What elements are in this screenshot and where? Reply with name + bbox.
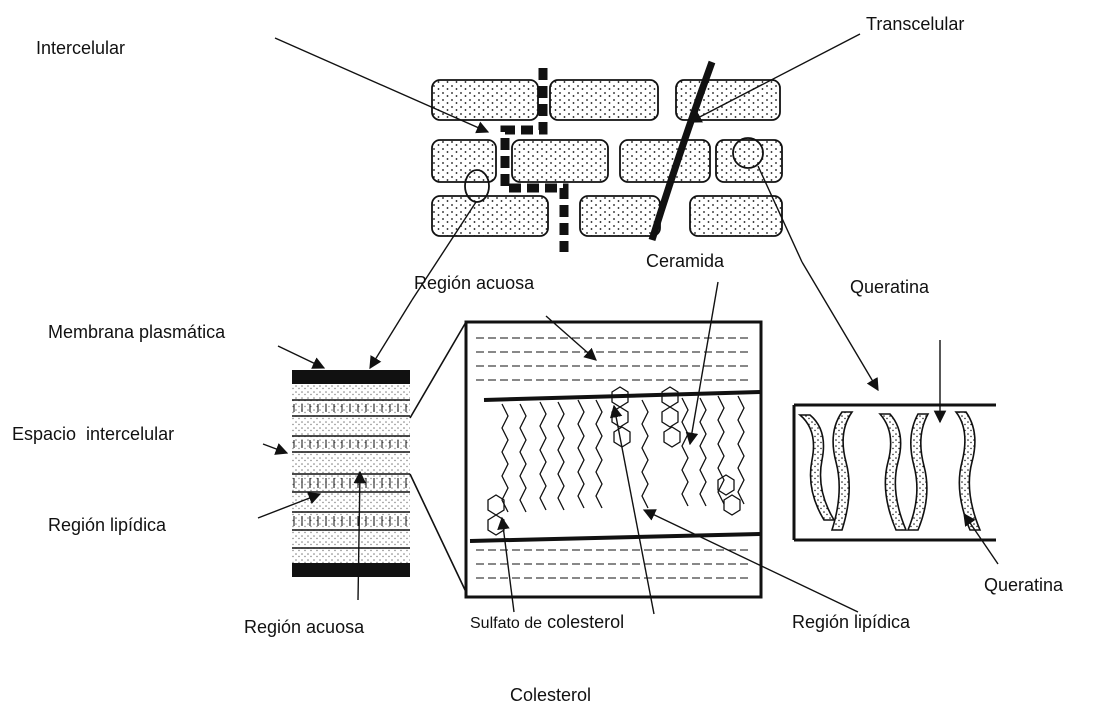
label-queratina-bottom: Queratina (984, 576, 1063, 594)
membrane-stack (292, 322, 466, 592)
label-intercelular: Intercelular (36, 39, 125, 57)
label-region-acuosa-top: Región acuosa (414, 274, 534, 292)
label-espacio-intercelular: Espacio intercelular (12, 425, 174, 443)
label-region-acuosa-bottom: Región acuosa (244, 618, 364, 636)
stratum-corneum-bricks (432, 80, 782, 236)
label-membrana-plasmatica: Membrana plasmática (48, 323, 225, 341)
label-transcelular: Transcelular (866, 15, 964, 33)
label-sulfato-part: Sulfato de (470, 615, 542, 632)
arrow-ceramida (690, 282, 718, 444)
label-region-lipidica-left: Región lipídica (48, 516, 166, 534)
arrow-espacio-intercelular (263, 444, 287, 453)
keratin-box (794, 405, 996, 540)
arrow-region-acuosa-to-membrane (370, 300, 412, 368)
label-sulfato-de-colesterol: Sulfato de colesterol (470, 613, 624, 632)
arrow-membrane-plasmatica (278, 346, 324, 368)
label-colesterol: Colesterol (510, 686, 591, 704)
label-region-lipidica-right: Región lipídica (792, 613, 910, 631)
label-ceramida: Ceramida (646, 252, 724, 270)
label-colesterol-part: colesterol (547, 612, 624, 632)
lipid-detail-box (466, 322, 761, 597)
label-queratina-top: Queratina (850, 278, 929, 296)
